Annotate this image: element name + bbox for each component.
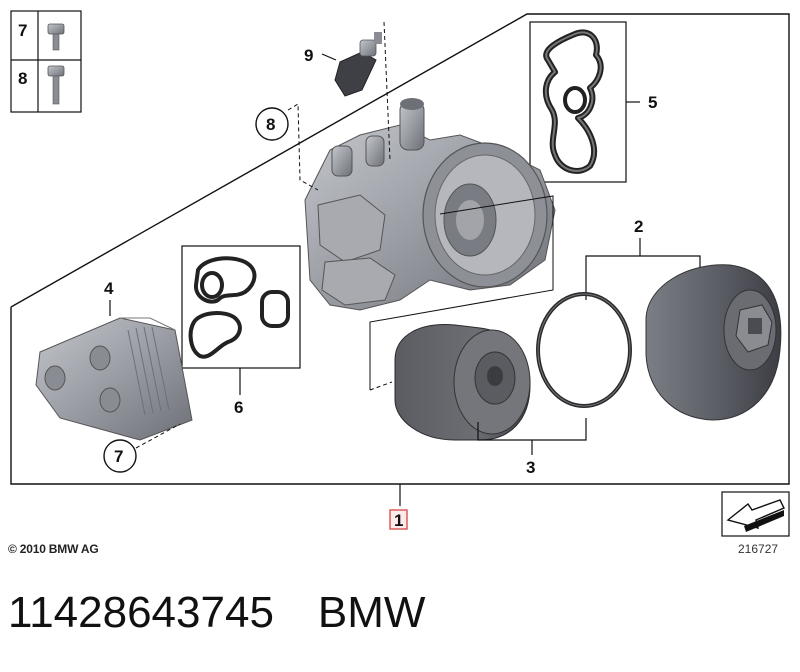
oil-filter-housing bbox=[304, 98, 556, 311]
part-number: 11428643745 bbox=[8, 588, 274, 637]
legend-number-8: 8 bbox=[18, 69, 27, 88]
callout-1[interactable]: 1 bbox=[394, 511, 403, 530]
callout-7: 7 bbox=[114, 447, 123, 466]
diagram-number: 216727 bbox=[738, 542, 779, 556]
brand-name: BMW bbox=[317, 588, 426, 637]
callout-circle-7 bbox=[103, 439, 137, 473]
callout-6: 6 bbox=[234, 398, 243, 417]
filter-cap bbox=[645, 264, 782, 421]
callout-3: 3 bbox=[526, 458, 535, 477]
legend-number-7: 7 bbox=[18, 21, 27, 40]
part-footer: 11428643745 BMW bbox=[8, 588, 425, 638]
parts-diagram: 7 8 5 bbox=[10, 10, 790, 537]
cooler-gaskets-box bbox=[181, 245, 301, 369]
callout-4: 4 bbox=[104, 279, 114, 298]
callout-5: 5 bbox=[648, 93, 657, 112]
o-ring bbox=[536, 292, 632, 408]
callout-circle-8 bbox=[255, 107, 289, 141]
callout-9: 9 bbox=[304, 46, 313, 65]
oil-cooler bbox=[35, 317, 193, 441]
main-part-highlight[interactable] bbox=[389, 509, 408, 530]
pressure-switch bbox=[334, 32, 382, 97]
housing-gasket-box bbox=[529, 21, 627, 183]
bolt-long-icon bbox=[47, 65, 65, 105]
bolt-short-icon bbox=[47, 23, 65, 51]
copyright-text: © 2010 BMW AG bbox=[8, 542, 99, 556]
small-parts-legend: 7 8 bbox=[10, 10, 82, 113]
orientation-arrow-icon bbox=[721, 491, 790, 537]
callout-2: 2 bbox=[634, 217, 643, 236]
assembly-frame bbox=[10, 13, 790, 485]
filter-element bbox=[394, 324, 531, 441]
callout-8: 8 bbox=[266, 115, 275, 134]
